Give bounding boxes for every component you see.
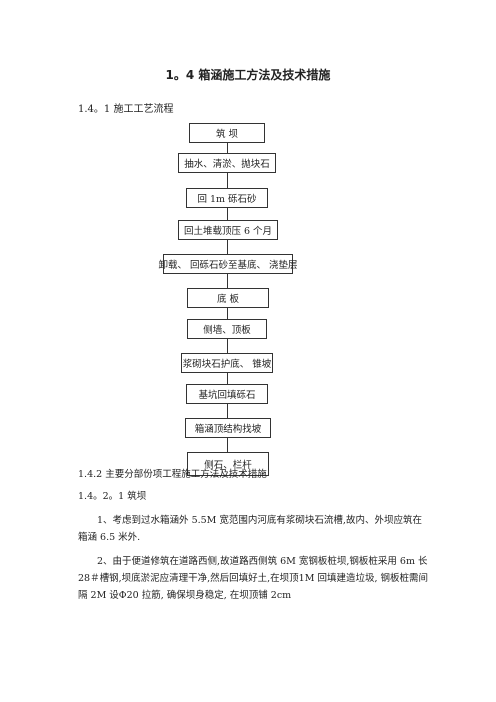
- flow-connector: [227, 308, 228, 319]
- flow-connector: [227, 143, 228, 153]
- flow-step: 侧石、栏杆: [187, 452, 269, 476]
- flow-connector: [227, 208, 228, 220]
- flow-step: 底 板: [187, 288, 269, 308]
- section-heading-main-works: 1.4.2 主要分部份项工程施工方法及技术措施: [78, 469, 267, 480]
- flow-step: 抽水、清淤、抛块石: [178, 153, 276, 173]
- flow-step: 浆砌块石护底、 锥坡: [181, 353, 273, 373]
- process-flowchart: 筑 坝 抽水、清淤、抛块石 回 1m 砾石砂 回土堆载顶压 6 个月 卸载、 回…: [0, 120, 496, 476]
- flow-step: 筑 坝: [189, 123, 265, 143]
- flow-connector: [227, 339, 228, 353]
- paragraph-2: 2、由于便道修筑在道路西侧,故道路西侧筑 6M 宽钢板桩坝,钢板桩采用 6m 长…: [78, 553, 430, 604]
- flow-step: 基坑回填砾石: [186, 384, 268, 404]
- flow-connector: [227, 404, 228, 418]
- flow-connector: [227, 373, 228, 384]
- flow-step: 侧墙、顶板: [187, 319, 267, 339]
- flow-connector: [227, 173, 228, 188]
- flow-step: 回土堆载顶压 6 个月: [178, 220, 278, 240]
- paragraph-1: 1、考虑到过水箱涵外 5.5M 宽范围内河底有浆砌块石流槽,故内、外坝应筑在箱涵…: [78, 512, 430, 546]
- page-title: 1。4 箱涵施工方法及技术措施: [165, 68, 331, 82]
- flow-connector: [227, 438, 228, 452]
- paragraph-text: 2、由于便道修筑在道路西侧,故道路西侧筑 6M 宽钢板桩坝,钢板桩采用 6m 长…: [78, 556, 428, 601]
- paragraph-text: 1、考虑到过水箱涵外 5.5M 宽范围内河底有浆砌块石流槽,故内、外坝应筑在箱涵…: [78, 515, 422, 543]
- flow-connector: [227, 274, 228, 288]
- section-heading-process-flow: 1.4。1 施工工艺流程: [78, 104, 174, 115]
- flow-step: 卸载、 回砾石砂至基底、 浇垫层: [158, 254, 298, 274]
- flow-step: 回 1m 砾石砂: [186, 188, 268, 208]
- flow-step: 箱涵顶结构找坡: [185, 418, 271, 438]
- flow-connector: [227, 240, 228, 254]
- section-heading-cofferdam: 1.4。2。1 筑坝: [78, 491, 147, 502]
